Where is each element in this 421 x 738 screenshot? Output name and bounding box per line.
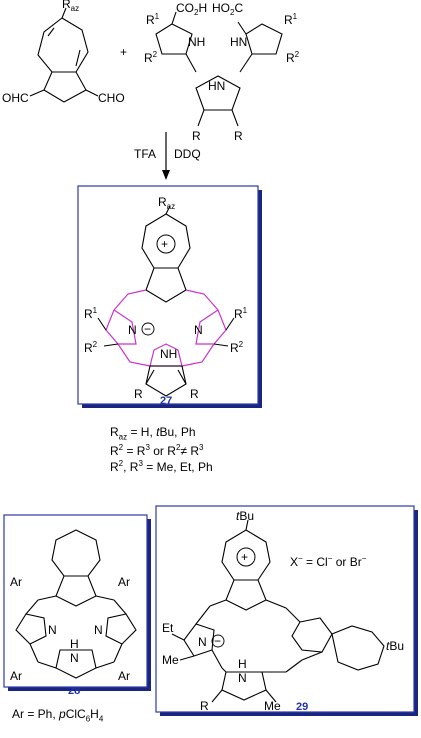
product29-h: H (238, 657, 247, 671)
product29-n-bottom: N (238, 671, 247, 685)
product29-minus: − (214, 634, 221, 648)
product-28-box (3, 514, 151, 691)
azulenium-charge: + (161, 237, 168, 251)
aldehyde-right: CHO (98, 91, 125, 105)
nh-left: NH (188, 35, 205, 49)
product29-me-bottom: Me (264, 699, 281, 713)
compound-label-27: 27 (160, 395, 172, 407)
condition-line-3: R2, R3 = Me, Et, Ph (110, 459, 213, 474)
product28-n-left: N (48, 623, 57, 637)
aldehyde-left: OHC (2, 91, 29, 105)
aryl-definition: Ar = Ph, pClC6H4 (12, 707, 104, 724)
r2-right: R2 (286, 50, 300, 65)
product-28-structure: Ar Ar Ar Ar N N H N 28 (10, 529, 137, 697)
product27-r2-left: R2 (84, 340, 98, 355)
hn-center: HN (208, 79, 225, 93)
product-29-structure: + tBu tBu X− = Cl− or Br− Et Me N − H N (162, 509, 404, 713)
product-27-box (77, 185, 262, 408)
compound-label-28: 28 (68, 685, 80, 697)
product29-tbu-right: tBu (386, 639, 404, 653)
product28-n-bottom: N (70, 651, 79, 665)
product27-r2-right: R2 (230, 340, 244, 355)
counter-anion: X− = Cl− or Br− (290, 554, 367, 569)
product27-n-anion: N (128, 323, 137, 337)
r2-left: R2 (144, 50, 158, 65)
ar-bottom-right: Ar (118, 669, 130, 683)
acid-left: CO2H (176, 1, 207, 17)
r-center-left: R (192, 129, 201, 143)
product29-me-left: Me (162, 653, 179, 667)
product27-r1-left: R1 (84, 306, 98, 321)
product29-tbu-top: tBu (236, 509, 254, 523)
reaction-arrow (162, 132, 170, 180)
ar-top-left: Ar (10, 575, 22, 589)
condition-line-1: Raz = H, tBu, Ph (110, 425, 196, 442)
product27-r-left: R (134, 387, 143, 401)
reagent-ddq: DDQ (174, 147, 201, 161)
r1-right: R1 (284, 12, 298, 27)
ar-bottom-left: Ar (10, 669, 22, 683)
acid-right: HO2C (212, 1, 243, 17)
product-27-structure: + Raz N − N NH R1 R1 R2 R2 R R 27 (84, 195, 248, 407)
product29-r: R (200, 699, 209, 713)
reactant-tripyrrane-diacid: CO2H HO2C R1 R1 R2 R2 NH HN HN R R (144, 1, 300, 143)
product29-charge: + (241, 550, 248, 564)
compound-label-29: 29 (296, 701, 308, 713)
reagent-tfa: TFA (134, 147, 156, 161)
product27-n-right: N (194, 323, 203, 337)
product27-substituent: Raz (158, 195, 175, 211)
r-center-right: R (234, 129, 243, 143)
ar-top-right: Ar (118, 575, 130, 589)
azulene-substituent: Raz (62, 0, 79, 13)
reactant-azulene-dialdehyde: Raz OHC CHO (2, 0, 125, 105)
product29-et: Et (162, 621, 174, 635)
product27-r-right: R (190, 387, 199, 401)
r1-left: R1 (146, 12, 160, 27)
product27-minus: − (144, 322, 151, 336)
product29-n: N (198, 635, 207, 649)
hn-right: HN (230, 35, 247, 49)
product27-nh: NH (160, 347, 177, 361)
plus-sign: + (120, 45, 127, 59)
product-29-box (155, 505, 418, 716)
product28-n-right: N (94, 623, 103, 637)
product28-h: H (70, 637, 79, 651)
product27-r1-right: R1 (234, 306, 248, 321)
condition-line-2: R2 = R3 or R2≠ R3 (110, 443, 204, 458)
